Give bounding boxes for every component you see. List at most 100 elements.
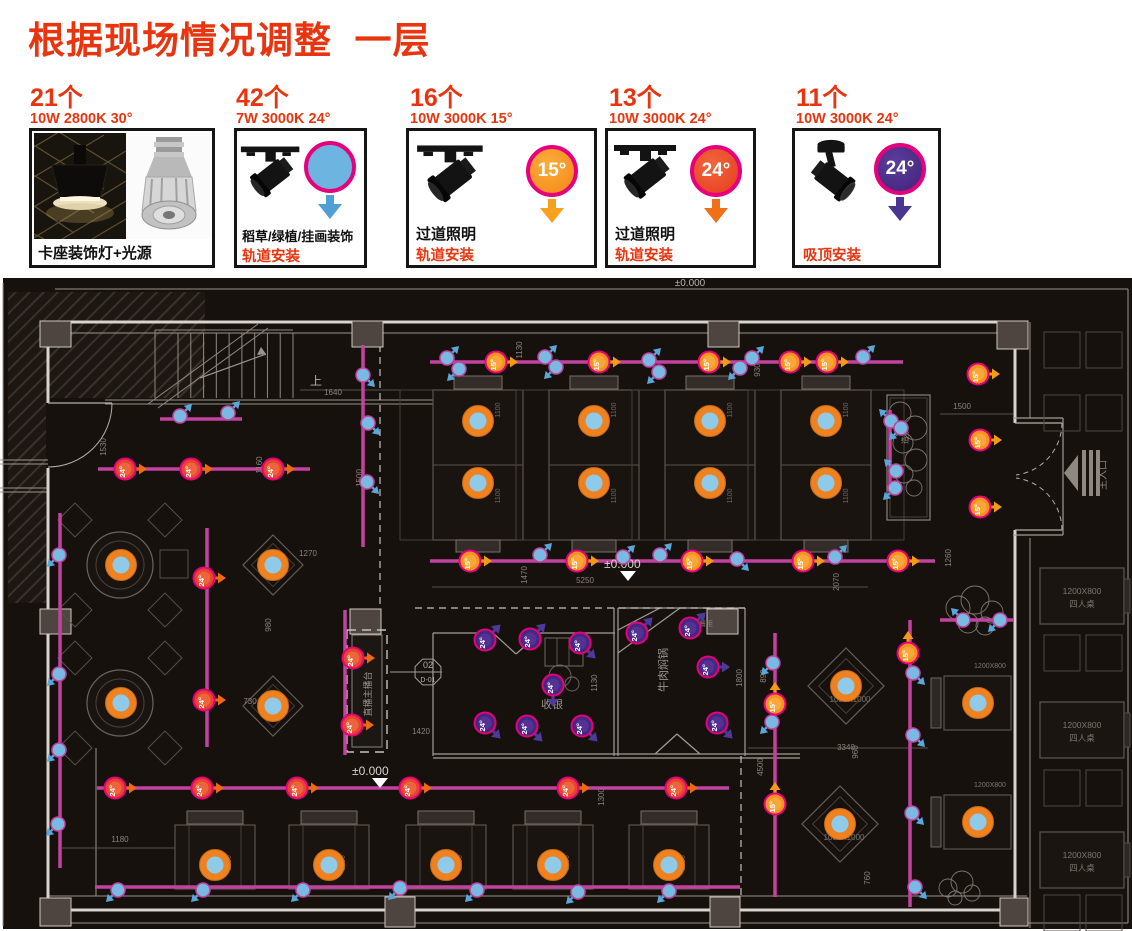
decor-light-marker — [744, 350, 760, 366]
plan-shape — [484, 555, 492, 567]
legend-4-spec: 10W 3000K 24° — [609, 111, 712, 127]
plan-shape — [586, 649, 596, 659]
decor-light-marker — [537, 349, 553, 365]
plan-shape — [105, 893, 115, 903]
side-table-diamond — [147, 502, 183, 538]
plan-shape — [287, 463, 295, 475]
aisle-light-15-marker-label: 15° — [768, 701, 777, 712]
aisle-light-24-marker-label: 24° — [669, 785, 678, 796]
diamond-table-inner — [811, 795, 869, 853]
aisle-light-24-marker-label: 24° — [266, 466, 275, 477]
dimension-label: 760 — [863, 871, 872, 885]
aisle-light-15-marker-center — [570, 554, 584, 568]
decor-light-marker — [220, 405, 236, 421]
plan-shape — [464, 893, 474, 903]
plan-shape — [882, 491, 892, 501]
booth-decor-light-center — [437, 856, 455, 874]
structural-column — [999, 897, 1029, 927]
plan-shape — [902, 631, 914, 639]
plan-shape — [723, 729, 733, 739]
structural-column — [384, 896, 416, 928]
aisle-light-15-marker-label: 15° — [685, 558, 694, 569]
room-label: 造景 — [900, 428, 910, 444]
aisle-light-15-marker-label: 15° — [796, 558, 805, 569]
dimension-label: 930 — [753, 363, 762, 377]
plan-shape — [740, 562, 750, 572]
dimension-label: 1530 — [99, 438, 108, 456]
decor-light-marker — [905, 727, 921, 743]
decor-light-marker — [570, 884, 586, 900]
booth-size-label: 1100 — [611, 402, 618, 417]
booth-bench — [801, 375, 851, 390]
decor-light-marker — [51, 547, 67, 563]
structural-column — [706, 608, 739, 635]
plant-sketch — [950, 870, 974, 894]
legend-3-caption2: 轨道安装 — [416, 248, 474, 264]
ceiling-light-24-marker-label: 24° — [546, 682, 555, 693]
legend-5-spec: 10W 3000K 24° — [796, 111, 899, 127]
outdoor-chair — [1043, 634, 1081, 672]
decor-light-marker — [195, 882, 211, 898]
plan-shape — [424, 782, 432, 794]
booth-decor-light-center — [969, 813, 987, 831]
dimension-label: 1640 — [324, 388, 342, 397]
entrance-stripe — [1082, 450, 1086, 496]
legend-4-caption: 过道照明 — [615, 226, 676, 243]
plan-shape — [769, 682, 781, 690]
plan-shape — [45, 827, 55, 837]
legend-4-arrow-icon — [704, 208, 728, 223]
outdoor-table-label: 1200X800 — [1063, 586, 1102, 596]
legend-2-arrow-icon — [318, 204, 342, 219]
decor-light-marker — [451, 361, 467, 377]
ceiling-light-24-marker-center — [478, 633, 492, 647]
dimension-label: 5250 — [576, 576, 594, 585]
aisle-light-24-marker-label: 24° — [197, 575, 206, 586]
legend-4-count: 13个 — [609, 84, 662, 112]
decor-light-marker — [729, 551, 745, 567]
structural-column — [707, 320, 740, 348]
legend-3-arrow-icon — [540, 208, 564, 223]
side-table-diamond — [147, 640, 183, 676]
plan-shape — [548, 344, 558, 354]
ceiling-light-24-marker-center — [546, 678, 560, 692]
plan-shape — [841, 356, 849, 368]
decor-light-marker — [888, 463, 904, 479]
decor-light-marker — [907, 879, 923, 895]
ceiling-light-24-marker-center — [630, 626, 644, 640]
aisle-light-15-marker-center — [702, 355, 716, 369]
decor-light-marker — [360, 415, 376, 431]
decor-light-marker — [51, 666, 67, 682]
decor-light-marker — [355, 367, 371, 383]
decor-light-marker — [904, 805, 920, 821]
legend-2-badge — [304, 141, 356, 193]
diamond-table — [242, 534, 304, 596]
stair-arrow-head — [257, 347, 266, 355]
plan-shape — [366, 378, 376, 388]
plan-shape — [216, 782, 224, 794]
booth-decor-light-center — [701, 412, 719, 430]
booth-bench — [455, 539, 501, 553]
plan-shape — [727, 371, 737, 381]
decor-light-marker — [51, 742, 67, 758]
plan-shape — [646, 375, 656, 385]
plan-shape — [878, 408, 888, 418]
plan-shape — [987, 623, 997, 633]
legend-2-caption2: 轨道安装 — [242, 249, 300, 265]
floor-plan-canvas: 1100110011001100110011001100110012001200… — [0, 278, 1132, 931]
room-label: 餐柜 — [699, 619, 713, 628]
plan-shape — [950, 607, 960, 617]
plan-shape — [582, 782, 590, 794]
dimension-label: 2070 — [832, 573, 841, 591]
outdoor-chair — [1043, 331, 1081, 369]
ceiling-light-24-marker-center — [523, 632, 537, 646]
plan-shape — [652, 347, 662, 357]
ceiling-light-24-marker-label: 24° — [523, 636, 532, 647]
aisle-light-15-marker-label: 15° — [973, 504, 982, 515]
track-light-icon — [417, 145, 483, 203]
plan-shape — [46, 753, 56, 763]
legend-1-count: 21个 — [30, 84, 83, 112]
planter-box — [886, 394, 931, 521]
door-swing-arc — [47, 402, 113, 468]
plan-shape — [916, 738, 926, 748]
door-swing-arc — [1015, 477, 1063, 531]
